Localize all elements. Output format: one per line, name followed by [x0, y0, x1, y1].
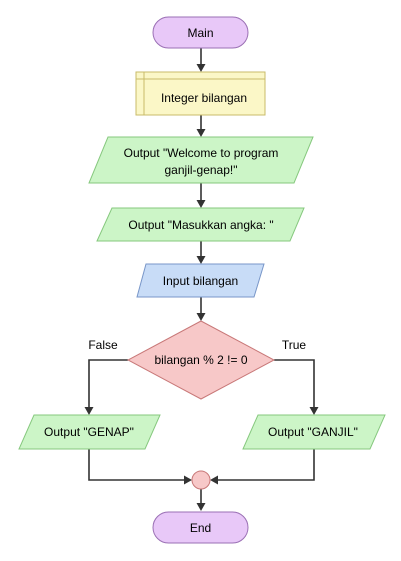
merge-connector: [191, 470, 211, 490]
output-welcome-line1: Output "Welcome to program: [124, 146, 279, 160]
decision-node: bilangan % 2 != 0 False True: [88, 320, 307, 400]
decision-diamond-shape: [126, 320, 276, 400]
output-genap-shape: [18, 414, 161, 450]
arrowhead-connector-left: [184, 475, 192, 485]
decision-false-label: False: [88, 338, 118, 352]
output-ganjil-label: Output "GANJIL": [268, 425, 358, 439]
start-label: Main: [187, 26, 213, 40]
declare-node: Integer bilangan: [135, 71, 266, 116]
input-label: Input bilangan: [163, 274, 238, 288]
output-genap-label: Output "GENAP": [44, 425, 134, 439]
output-welcome-node: Output "Welcome to program ganjil-genap!…: [88, 136, 314, 184]
end-node: End: [152, 511, 249, 544]
arrowhead-declare: [196, 64, 206, 72]
output-ganjil-shape: [242, 414, 386, 450]
decision-label: bilangan % 2 != 0: [154, 353, 247, 367]
output-prompt-node: Output "Masukkan angka: ": [96, 207, 305, 242]
edge-decision-true: [274, 359, 315, 409]
output-prompt-shape: [96, 207, 305, 242]
output-prompt-label: Output "Masukkan angka: ": [128, 218, 273, 232]
input-shape: [136, 263, 265, 298]
output-ganjil-node: Output "GANJIL": [242, 414, 386, 450]
arrowhead-genap: [84, 407, 94, 415]
arrowhead-welcome: [196, 129, 206, 137]
edge-ganjil-to-connector: [216, 449, 315, 481]
arrowhead-connector-right: [210, 475, 218, 485]
arrowhead-end: [196, 503, 206, 511]
output-welcome-shape: [88, 136, 314, 184]
output-genap-node: Output "GENAP": [18, 414, 161, 450]
end-label: End: [190, 521, 211, 535]
input-node: Input bilangan: [136, 263, 265, 298]
edge-genap-to-connector: [88, 449, 186, 481]
decision-true-label: True: [282, 338, 307, 352]
output-welcome-line2: ganjil-genap!": [165, 163, 238, 177]
start-terminal-shape: [152, 16, 249, 49]
arrowhead-input: [196, 256, 206, 264]
declare-label: Integer bilangan: [161, 91, 247, 105]
arrowhead-decision: [196, 313, 206, 321]
edge-decision-false: [88, 359, 128, 409]
start-node: Main: [152, 16, 249, 49]
edges: [84, 48, 319, 511]
arrowhead-ganjil: [309, 407, 319, 415]
arrowhead-prompt: [196, 200, 206, 208]
end-terminal-shape: [152, 511, 249, 544]
